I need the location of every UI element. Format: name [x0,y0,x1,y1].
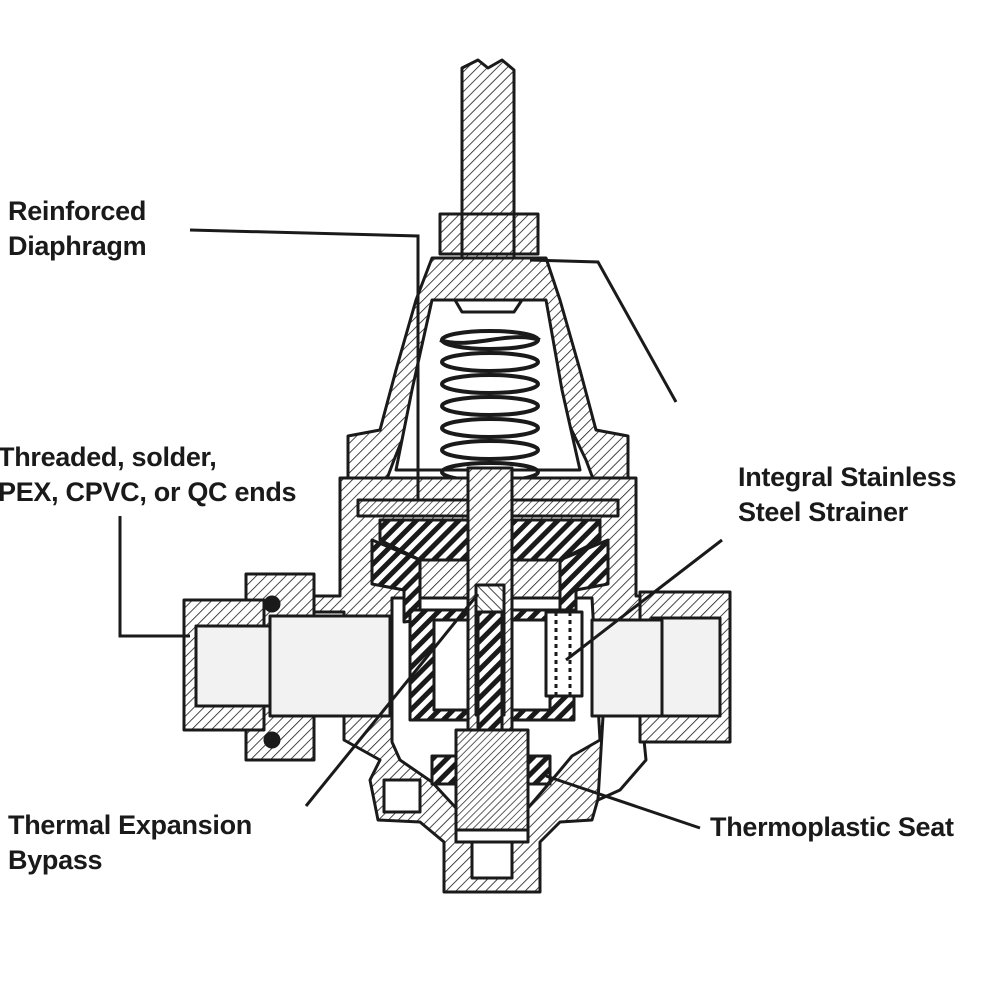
label-bypass-line1: Thermal Expansion [8,810,252,840]
label-strainer-line1: Integral Stainless [738,462,957,492]
label-reinforced-diaphragm-line2: Diaphragm [8,231,147,261]
label-reinforced-diaphragm: Reinforced Diaphragm [8,194,147,264]
label-bypass-line2: Bypass [8,845,103,875]
leader-diaphragm [189,228,420,500]
label-thermoplastic-seat-line1: Thermoplastic Seat [710,812,954,842]
label-ends-line1: Threaded, solder, [0,442,217,472]
label-strainer-line2: Steel Strainer [738,497,908,527]
right-union-end [590,590,732,744]
spring [439,329,541,483]
label-reinforced-diaphragm-line1: Reinforced [8,196,147,226]
valve-body [182,58,732,894]
left-union-end [182,572,392,762]
leader-lines [118,228,723,830]
label-thermoplastic-seat: Thermoplastic Seat [710,810,954,845]
leader-lock-nut [529,258,678,403]
leader-bypass [304,593,480,807]
leader-seat [545,774,701,830]
leader-ends [118,516,190,638]
leader-strainer [565,538,723,662]
label-strainer: Integral Stainless Steel Strainer [738,460,956,530]
label-ends: Threaded, solder, PEX, CPVC, or QC ends [0,440,297,510]
label-bypass: Thermal Expansion Bypass [8,808,252,878]
label-ends-line2: PEX, CPVC, or QC ends [0,477,297,507]
strainer-screen [544,610,584,698]
